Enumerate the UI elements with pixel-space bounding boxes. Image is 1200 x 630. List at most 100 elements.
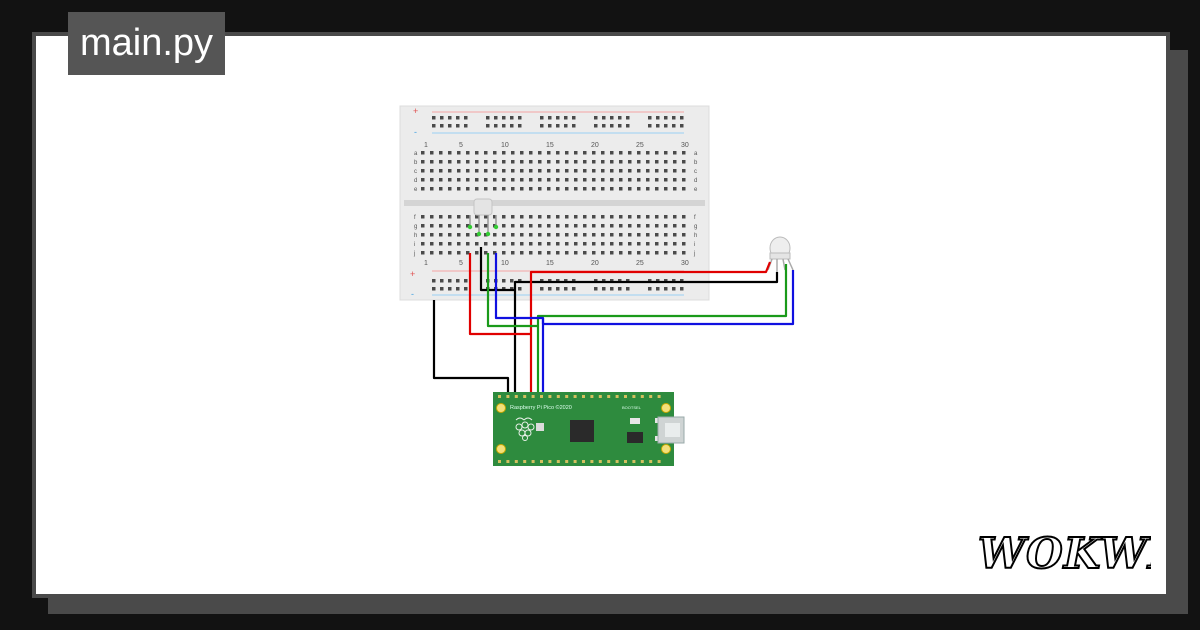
column-numbers-top: 1 5 10 15 20 25 30 — [424, 142, 689, 149]
breadboard-hole — [592, 151, 596, 155]
breadboard-hole — [484, 215, 488, 219]
row-letter: d — [694, 178, 697, 184]
breadboard-hole — [664, 215, 668, 219]
breadboard-hole — [520, 151, 524, 155]
breadboard-hole — [421, 224, 425, 228]
breadboard-hole — [511, 151, 515, 155]
breadboard-hole — [511, 187, 515, 191]
usb-port — [665, 423, 680, 437]
file-tab-main-py[interactable]: main.py — [68, 12, 226, 75]
row-letter: e — [414, 187, 418, 193]
rail-hole — [556, 124, 560, 128]
breadboard-hole — [439, 233, 443, 237]
breadboard-hole — [457, 187, 461, 191]
breadboard-hole — [619, 242, 623, 246]
breadboard-hole — [565, 224, 569, 228]
breadboard-hole — [574, 233, 578, 237]
breadboard-hole — [484, 169, 488, 173]
breadboard-hole — [628, 233, 632, 237]
pico-pin — [624, 395, 627, 398]
breadboard-hole — [574, 151, 578, 155]
rgb-led-breadboard[interactable] — [467, 198, 499, 237]
column-number: 20 — [591, 142, 599, 149]
row-letter: h — [414, 233, 417, 239]
breadboard-hole — [547, 215, 551, 219]
rail-hole — [440, 116, 444, 120]
breadboard-hole — [448, 187, 452, 191]
rail-hole — [548, 279, 552, 283]
breadboard-hole — [592, 224, 596, 228]
breadboard-hole — [664, 224, 668, 228]
rail-hole — [432, 287, 436, 291]
raspberry-pi-pico[interactable]: Raspberry Pi Pico ©2020 BOOTSEL — [493, 392, 685, 466]
column-number: 25 — [636, 142, 644, 149]
breadboard-hole — [439, 178, 443, 182]
breadboard-hole — [466, 215, 470, 219]
breadboard-hole — [421, 233, 425, 237]
rail-hole — [464, 116, 468, 120]
breadboard-hole — [583, 187, 587, 191]
rail-hole — [510, 279, 514, 283]
bottom-rail-holes — [432, 279, 684, 291]
mount-hole — [661, 403, 671, 413]
breadboard-hole — [538, 215, 542, 219]
breadboard-hole — [646, 215, 650, 219]
breadboard-hole — [610, 187, 614, 191]
breadboard-hole — [448, 215, 452, 219]
breadboard-hole — [664, 242, 668, 246]
pico-pin — [565, 460, 569, 463]
rail-hole — [626, 116, 630, 120]
rail-hole — [494, 116, 498, 120]
breadboard-hole — [475, 224, 479, 228]
breadboard-hole — [565, 169, 569, 173]
breadboard-hole — [682, 151, 686, 155]
breadboard-hole — [457, 215, 461, 219]
breadboard-hole — [511, 215, 515, 219]
top-rail-holes — [432, 116, 684, 128]
rail-hole — [626, 287, 630, 291]
breadboard-hole — [430, 151, 434, 155]
breadboard-hole — [655, 160, 659, 164]
breadboard-hole — [655, 187, 659, 191]
breadboard-hole — [457, 251, 461, 255]
rail-hole — [656, 287, 660, 291]
breadboard-hole — [484, 251, 488, 255]
breadboard-hole — [466, 242, 470, 246]
pico-pins-top — [498, 395, 661, 398]
rail-plus-label: + — [410, 269, 415, 279]
breadboard-hole — [430, 178, 434, 182]
breadboard-hole — [547, 251, 551, 255]
breadboard-hole — [475, 242, 479, 246]
rail-hole — [594, 287, 598, 291]
rail-hole — [510, 124, 514, 128]
breadboard-hole — [610, 160, 614, 164]
breadboard-hole — [565, 251, 569, 255]
rail-hole — [518, 116, 522, 120]
breadboard-hole — [493, 187, 497, 191]
bootsel-button[interactable] — [630, 418, 640, 424]
terminal-holes-bottom — [421, 215, 686, 255]
rail-hole — [564, 116, 568, 120]
rail-hole — [556, 287, 560, 291]
column-number: 20 — [591, 260, 599, 267]
breadboard-hole — [457, 233, 461, 237]
breadboard-hole — [520, 187, 524, 191]
breadboard-hole — [475, 151, 479, 155]
rail-hole — [432, 279, 436, 283]
breadboard[interactable]: + - 1 5 10 15 20 25 30 a b c d e a b c d… — [399, 105, 710, 301]
breadboard-hole — [583, 233, 587, 237]
breadboard-hole — [664, 151, 668, 155]
rail-hole — [656, 279, 660, 283]
pico-pin — [548, 395, 552, 398]
rgb-led-external[interactable] — [767, 236, 794, 280]
breadboard-hole — [601, 251, 605, 255]
breadboard-hole — [529, 187, 533, 191]
breadboard-hole — [673, 160, 677, 164]
breadboard-hole — [529, 151, 533, 155]
rail-hole — [680, 116, 684, 120]
breadboard-hole — [610, 169, 614, 173]
rail-hole — [572, 124, 576, 128]
breadboard-hole — [538, 160, 542, 164]
rail-hole — [602, 124, 606, 128]
rail-hole — [664, 124, 668, 128]
